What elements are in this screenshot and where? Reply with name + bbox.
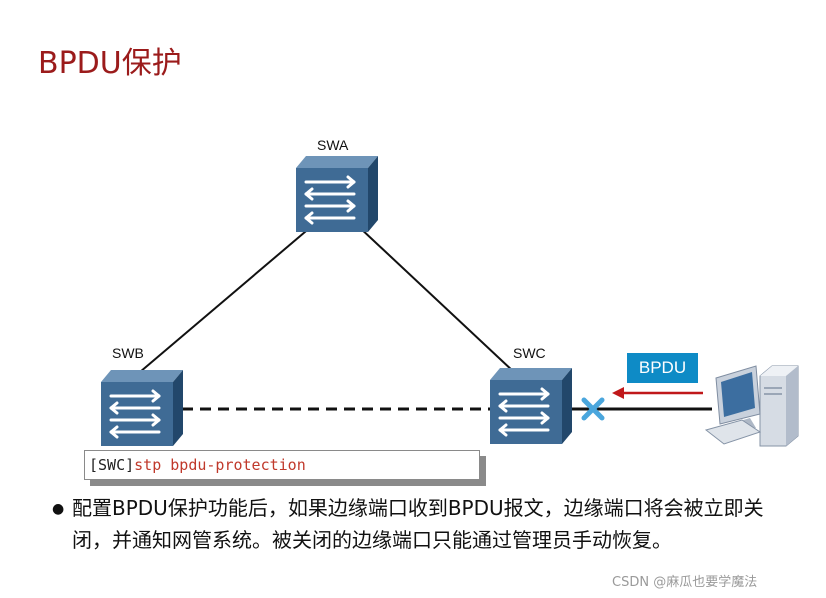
link-swa-swb bbox=[139, 225, 313, 373]
bpdu-arrowhead bbox=[612, 387, 624, 399]
watermark: CSDN @麻瓜也要学魔法 bbox=[612, 575, 758, 590]
swc-label: SWC bbox=[513, 345, 546, 361]
command-box: [SWC]stp bpdu-protection bbox=[84, 450, 480, 480]
command-prompt: [SWC] bbox=[89, 456, 135, 474]
swa-label: SWA bbox=[317, 137, 349, 153]
link-swa-swc bbox=[357, 225, 515, 373]
bpdu-tag: BPDU bbox=[627, 353, 698, 383]
pc-icon bbox=[704, 365, 799, 447]
bullet-dot: ● bbox=[52, 501, 65, 517]
page-title: BPDU保护 bbox=[38, 46, 182, 81]
switch-swb-icon bbox=[99, 368, 185, 448]
x-mark-icon bbox=[581, 397, 605, 421]
switch-swc-icon bbox=[488, 366, 574, 446]
bullet-text: 配置BPDU保护功能后，如果边缘端口收到BPDU报文，边缘端口将会被立即关闭，并… bbox=[72, 496, 764, 552]
switch-swa-icon bbox=[294, 154, 380, 234]
command-text: stp bpdu-protection bbox=[134, 456, 306, 474]
swb-label: SWB bbox=[112, 345, 144, 361]
